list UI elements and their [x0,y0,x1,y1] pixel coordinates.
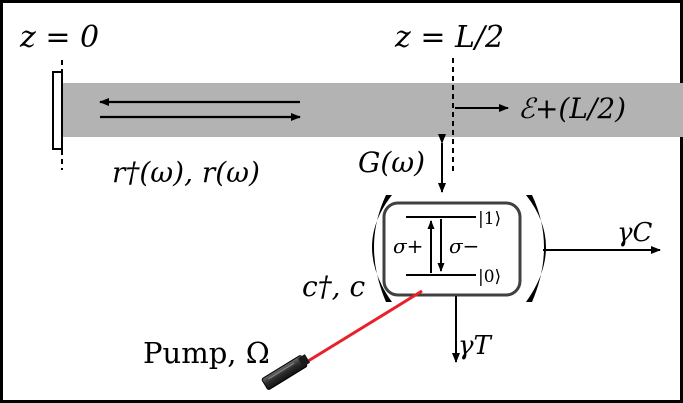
ground-level-label: |0⟩ [478,267,501,287]
pump-beam [299,289,423,368]
end-mirror [52,71,63,150]
sigma-plus-label: σ+ [393,234,423,258]
pump-label: Pump, Ω [143,336,270,370]
gamma-c-label: γC [617,218,653,248]
sigma-minus-label: σ− [449,234,479,258]
atom-box [382,201,522,297]
excited-level-label: |1⟩ [478,209,501,229]
cavity-mirror-right [526,195,546,302]
reflection-label: r†(ω), r(ω) [112,156,260,189]
laser-icon [261,354,311,390]
cavity-operators-label: c†, c [302,270,365,303]
output-field-label: ℰ+(L/2) [518,92,626,125]
waveguide-band [55,83,683,137]
z-zero-label: z = 0 [19,20,99,55]
z-mid-label: z = L/2 [394,20,504,55]
coupling-label: G(ω) [358,146,425,179]
gamma-t-label: γT [458,331,493,361]
